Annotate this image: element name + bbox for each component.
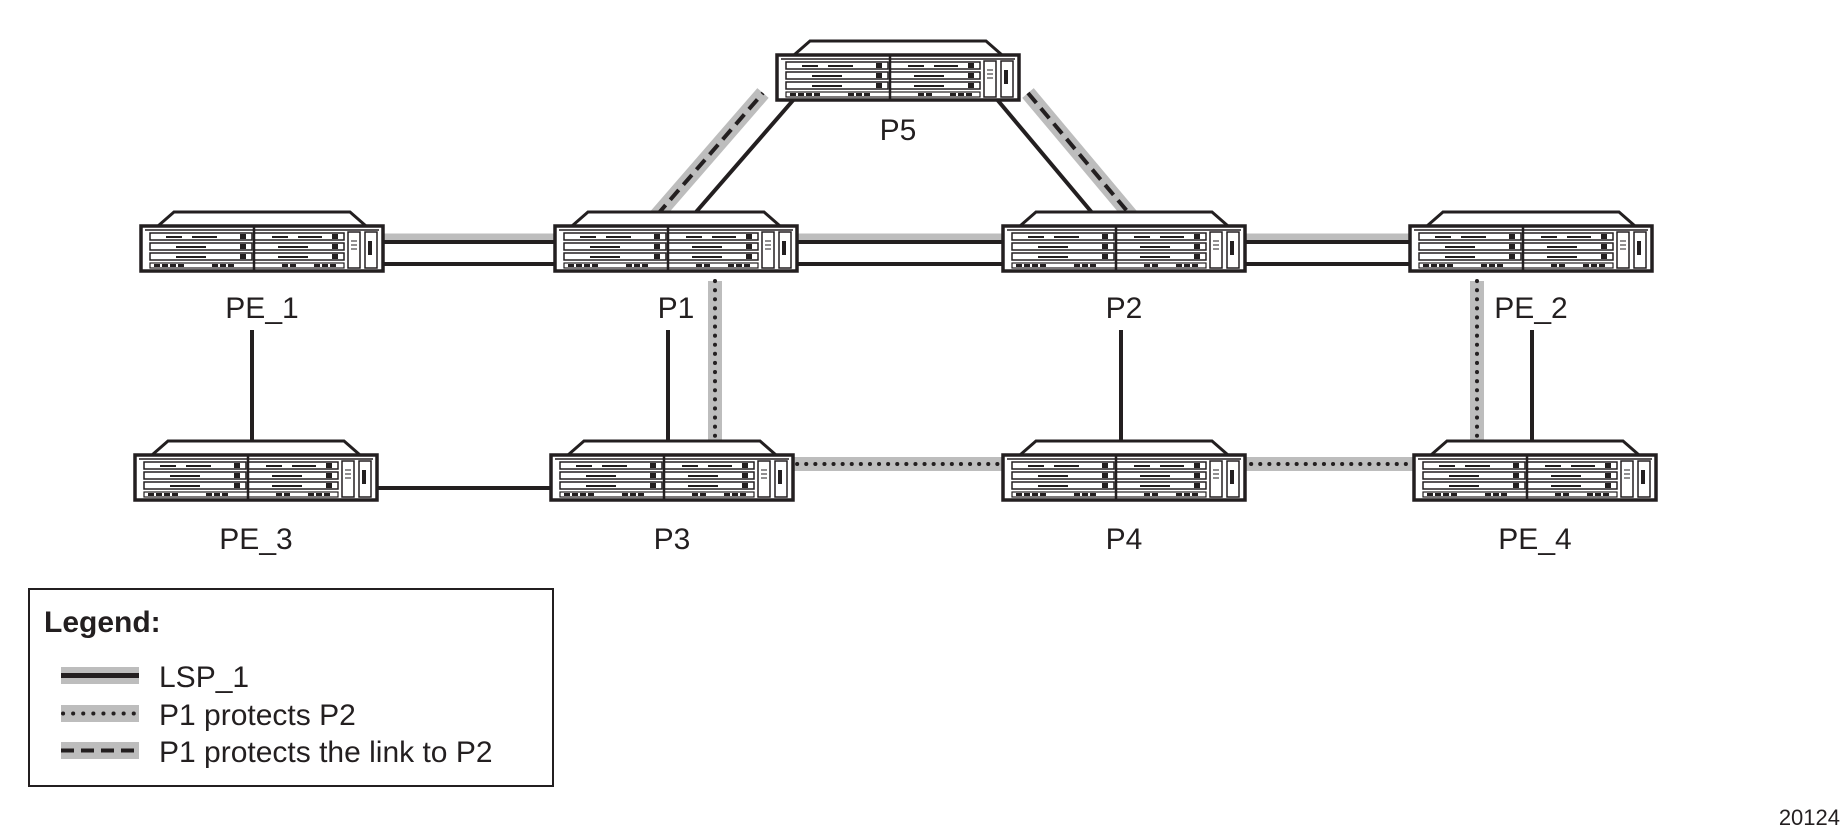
legend-swatch-node-protect (61, 705, 141, 722)
router-icon-p5 (775, 39, 1021, 102)
link-p1-p5 (638, 88, 801, 235)
router-icon-pe-3 (133, 439, 379, 502)
node-label-p2: P2 (1106, 292, 1143, 325)
node-label-pe-1: PE_1 (225, 292, 298, 325)
link-p1-p2 (795, 233, 1008, 266)
legend-title: Legend: (44, 606, 161, 639)
node-label-p1: P1 (658, 292, 695, 325)
router-icon-p4 (1001, 439, 1247, 502)
node-label-p3: P3 (654, 523, 691, 556)
router-icon-pe-4 (1412, 439, 1658, 502)
router-icon-p1 (553, 210, 799, 273)
router-icon-p3 (549, 439, 795, 502)
figure-id: 20124 (1779, 805, 1840, 830)
link-pe-1-p1 (380, 233, 570, 266)
legend-label-node-protect: P1 protects P2 (159, 699, 356, 732)
node-label-p5: P5 (880, 114, 917, 147)
legend-swatch-lsp (61, 667, 139, 684)
router-icon-pe-1 (139, 210, 385, 273)
nodes-layer (133, 39, 1658, 502)
node-label-pe-4: PE_4 (1498, 523, 1571, 556)
links-layer (250, 88, 1534, 490)
legend-swatch-link-protect (61, 742, 139, 759)
node-label-pe-3: PE_3 (219, 523, 292, 556)
legend-label-lsp: LSP_1 (159, 661, 249, 694)
node-label-pe-2: PE_2 (1494, 292, 1567, 325)
link-p2-pe-2 (1242, 233, 1414, 266)
node-label-p4: P4 (1106, 523, 1143, 556)
router-icon-p2 (1001, 210, 1247, 273)
legend-label-link-protect: P1 protects the link to P2 (159, 736, 493, 769)
link-p5-p2 (990, 88, 1149, 235)
router-icon-pe-2 (1408, 210, 1654, 273)
legend: Legend: LSP_1 P1 protects P2 P1 protects… (28, 588, 554, 787)
